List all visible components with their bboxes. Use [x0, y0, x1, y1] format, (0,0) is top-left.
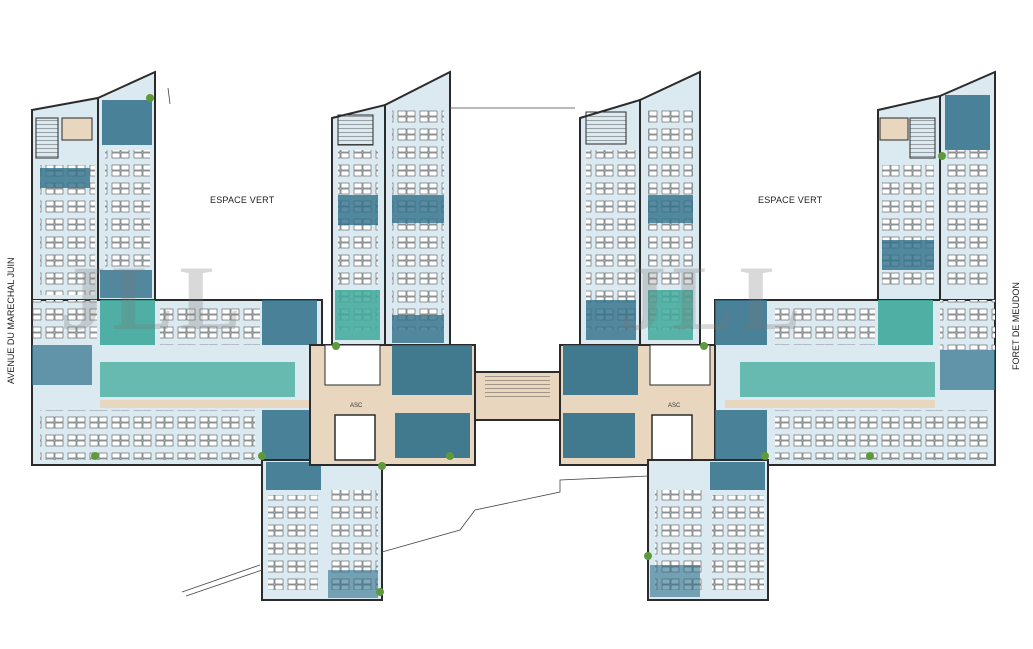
center-right-tower: [559, 70, 716, 466]
right-wing: [647, 70, 996, 601]
green-space-right-label: ESPACE VERT: [758, 195, 823, 205]
watermark-left: JLL: [60, 247, 247, 349]
street-right-label: FORET DE MEUDON: [1011, 282, 1021, 370]
street-left-label: AVENUE DU MARECHAL JUIN: [6, 257, 16, 384]
watermark-right: JLL: [620, 247, 807, 349]
green-space-left-label: ESPACE VERT: [210, 195, 275, 205]
elevator-left-label: ASC: [350, 403, 363, 409]
site-lines: [167, 87, 649, 597]
central-link: [474, 371, 561, 421]
plants: [91, 94, 946, 596]
elevator-right-label: ASC: [668, 403, 681, 409]
left-wing: [31, 70, 383, 601]
center-left-tower: [309, 70, 476, 466]
